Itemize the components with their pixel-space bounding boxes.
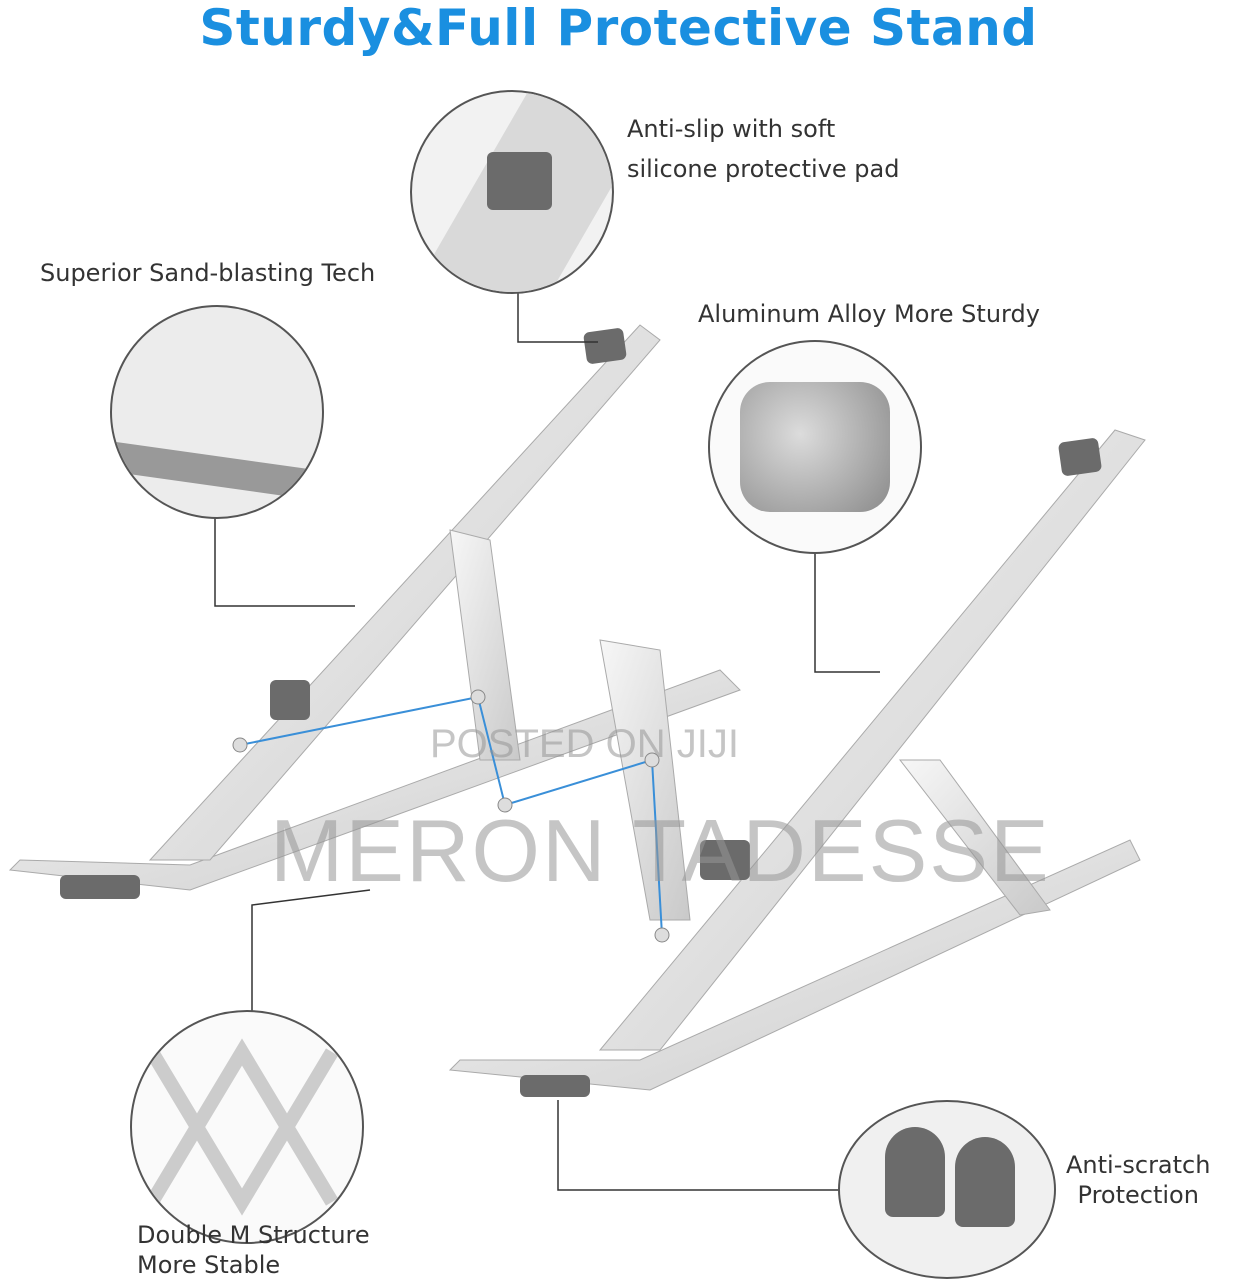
- feature-label-line: Anti-scratch: [1066, 1151, 1211, 1179]
- detail-circle-silicone-pad: [410, 90, 614, 294]
- feature-label-line: Protection: [1077, 1181, 1199, 1209]
- feature-label-double-m: Double M Structure More Stable: [137, 1220, 370, 1280]
- feature-label-line: More Stable: [137, 1251, 281, 1279]
- detail-circle-sand-blasting: [110, 305, 324, 519]
- page-title: Sturdy&Full Protective Stand: [199, 0, 1038, 57]
- feature-label-line: Anti-slip with soft: [627, 115, 836, 143]
- feature-label-line: silicone protective pad: [627, 155, 900, 183]
- feature-label-line: Double M Structure: [137, 1221, 370, 1249]
- feature-label-silicone-pad: Anti-slip with soft silicone protective …: [627, 113, 899, 185]
- feature-label-anti-scratch: Anti-scratch Protection: [1066, 1150, 1210, 1210]
- feature-label-line: Superior Sand-blasting Tech: [40, 259, 376, 287]
- feature-label-line: Aluminum Alloy More Sturdy: [698, 300, 1040, 328]
- feature-label-sand-blasting: Superior Sand-blasting Tech: [40, 257, 375, 289]
- watermark-posted-on: POSTED ON JIJI: [430, 722, 739, 766]
- detail-circle-double-m-structure: [130, 1010, 364, 1244]
- feature-label-aluminum-alloy: Aluminum Alloy More Sturdy: [698, 298, 1040, 330]
- detail-circle-anti-scratch: [838, 1100, 1056, 1279]
- detail-circle-aluminum-rods: [708, 340, 922, 554]
- watermark-seller-name: MERON TADESSE: [270, 801, 1051, 900]
